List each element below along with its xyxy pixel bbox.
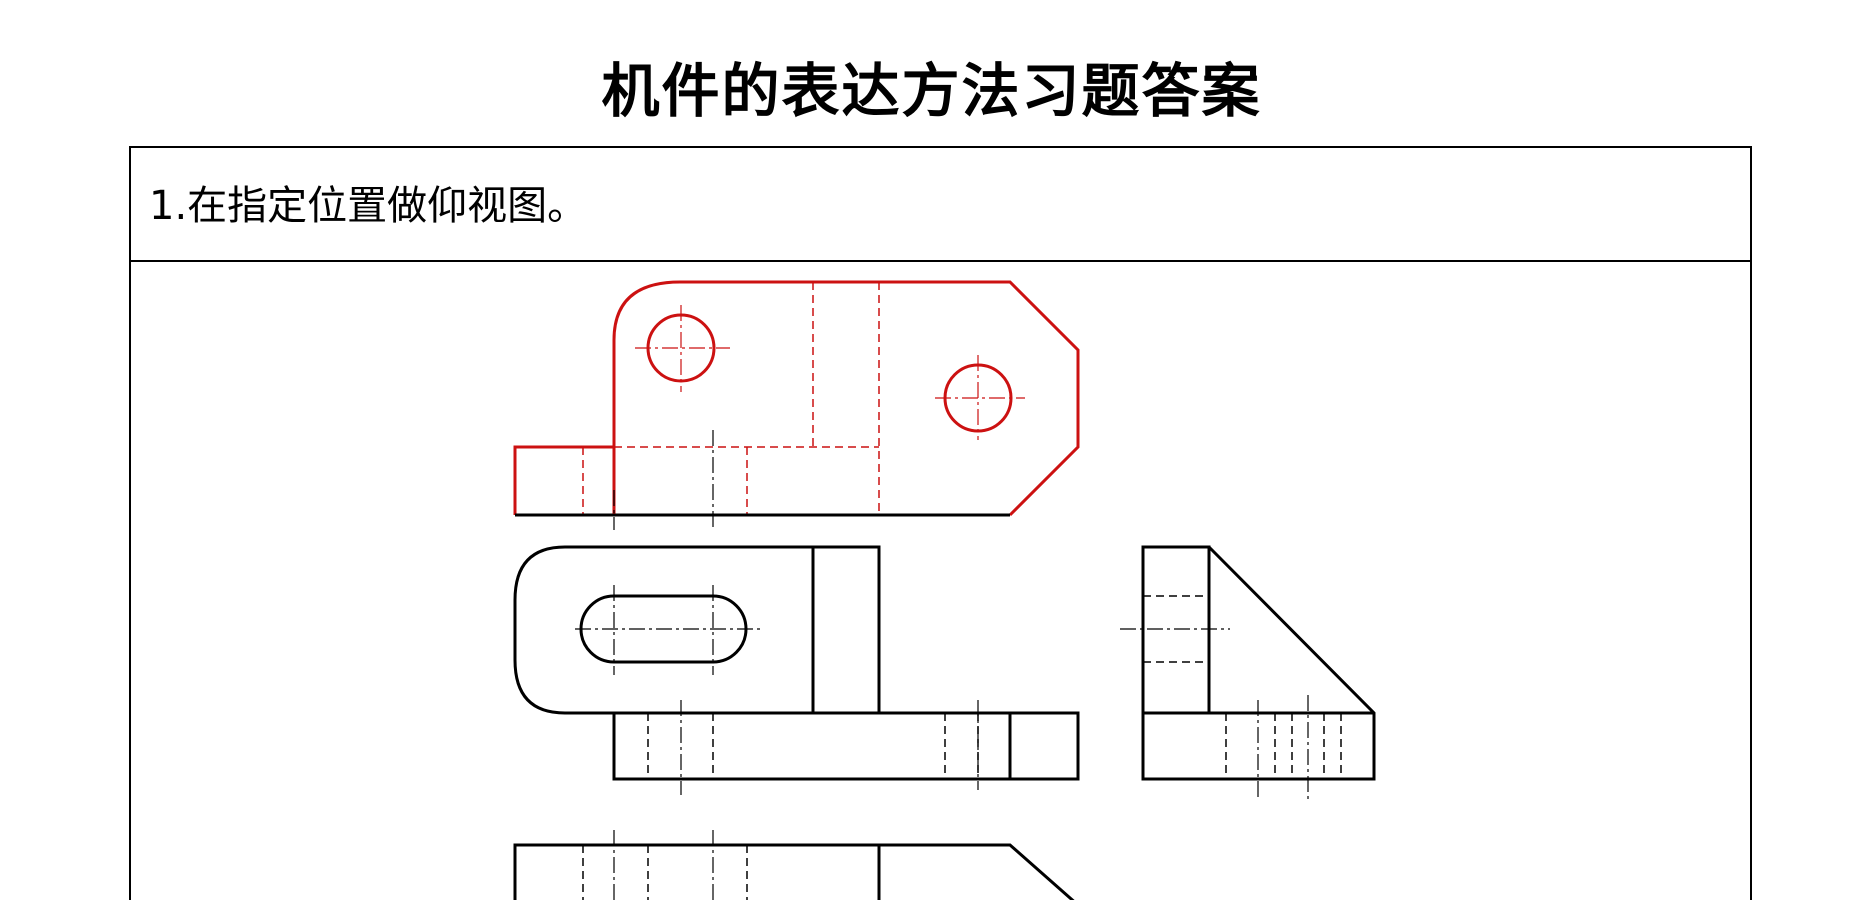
- front-view-center-lines: [575, 585, 979, 795]
- bottom-view-answer: [513, 280, 1080, 517]
- page-title: 机件的表达方法习题答案: [601, 57, 1262, 125]
- bottom-view-center-lines: [635, 305, 1025, 440]
- top-view-outline: [513, 843, 1075, 900]
- front-view-base: [612, 711, 1080, 781]
- top-view-hidden-lines: [582, 845, 748, 900]
- front-view-hidden-lines: [647, 713, 979, 779]
- question-text: 1.在指定位置做仰视图。: [149, 183, 588, 229]
- side-view-upright: [1141, 545, 1211, 715]
- side-view-center-lines: [1120, 628, 1309, 800]
- front-view: [513, 545, 1080, 795]
- side-view-outline: [1141, 545, 1376, 781]
- top-view-center-lines: [613, 830, 714, 900]
- front-view-plate: [513, 545, 813, 715]
- bottom-view-outline: [513, 280, 1080, 517]
- bottom-view-black-centers: [613, 430, 714, 530]
- side-view: [1120, 545, 1376, 800]
- bottom-view-hidden-lines: [582, 282, 880, 515]
- front-view-rib: [811, 545, 881, 715]
- question-row: 1.在指定位置做仰视图。: [129, 146, 1752, 262]
- side-view-hidden-lines: [1143, 595, 1342, 779]
- exercise-frame: [129, 146, 1752, 900]
- top-view: [513, 830, 1075, 900]
